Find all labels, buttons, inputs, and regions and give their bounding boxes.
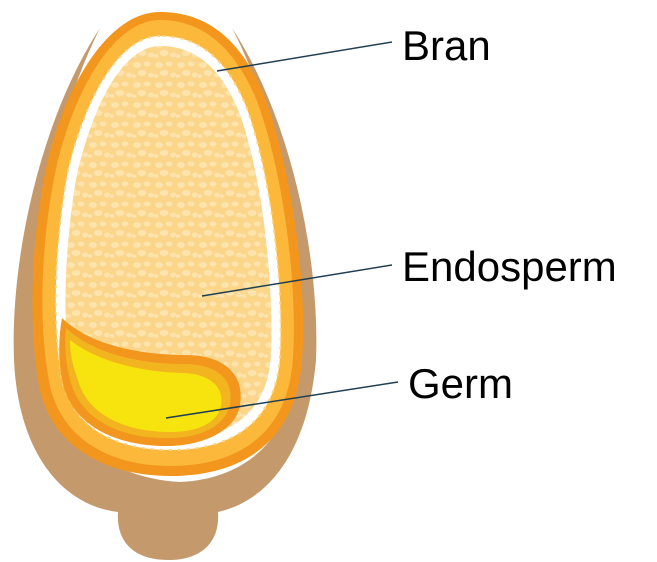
endosperm-label: Endosperm (402, 246, 617, 288)
bran-label: Bran (402, 25, 491, 67)
bran-leader-line (217, 42, 392, 71)
germ-label: Germ (408, 363, 513, 405)
